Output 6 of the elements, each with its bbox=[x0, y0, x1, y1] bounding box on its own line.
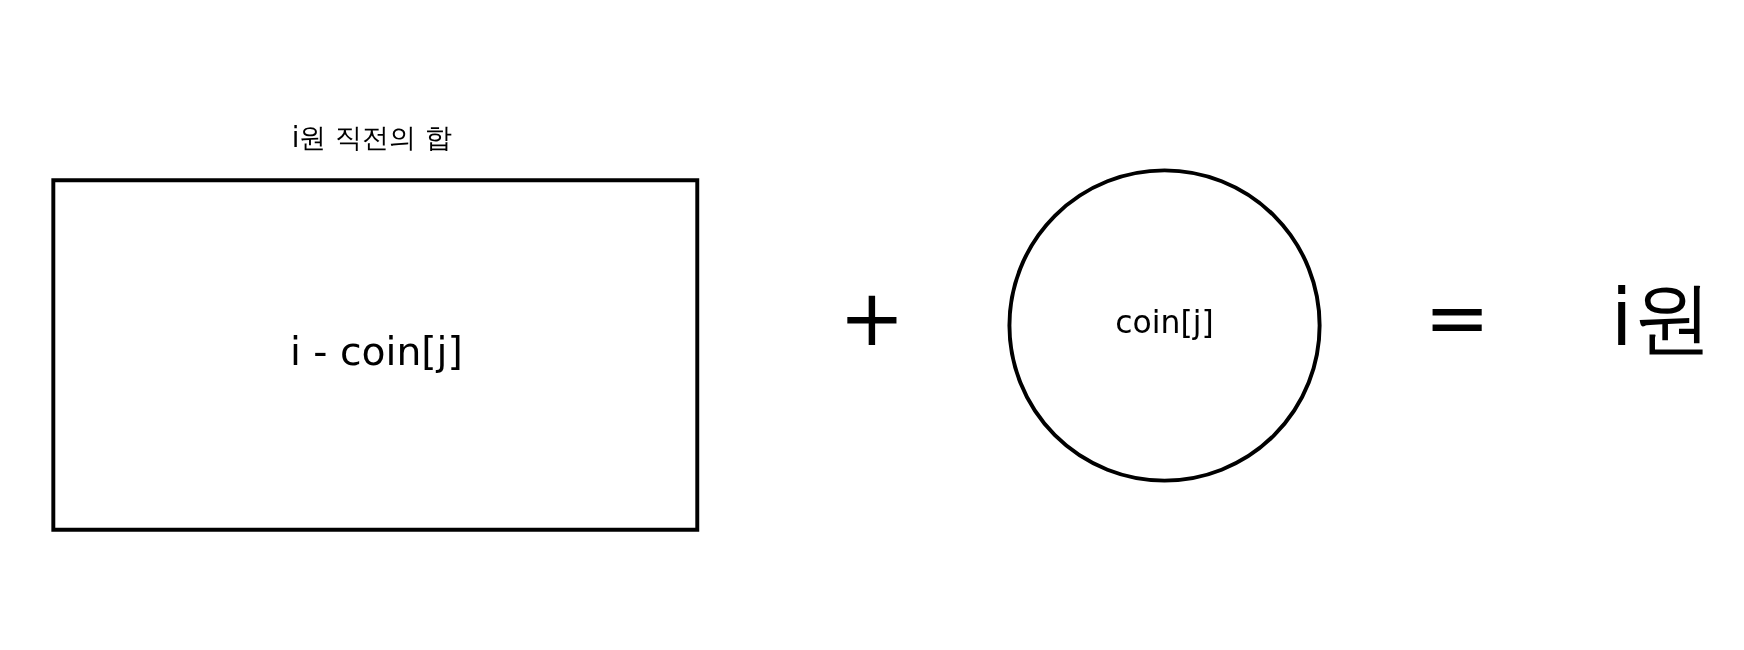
node-circle: coin[j] bbox=[1007, 167, 1322, 483]
label: = bbox=[1424, 271, 1490, 364]
node-box: i - coin[j] bbox=[51, 177, 700, 532]
label: + bbox=[839, 271, 905, 364]
label: i원 bbox=[1610, 271, 1712, 364]
node-label: i원 직전의 합 bbox=[291, 120, 452, 153]
